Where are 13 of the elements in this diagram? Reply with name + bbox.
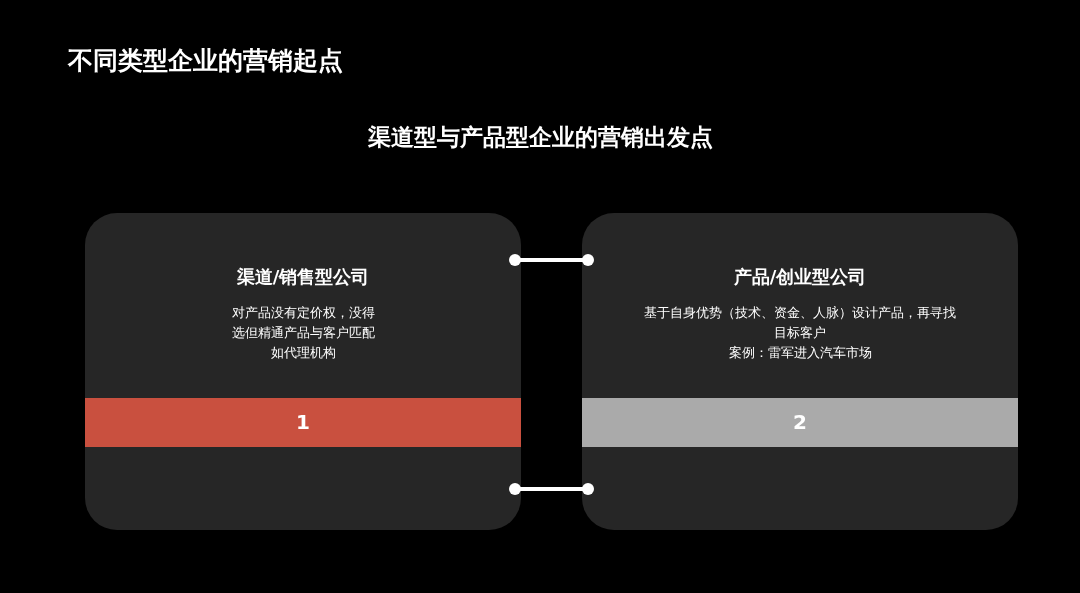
card-heading: 产品/创业型公司 [732,265,868,289]
card-description: 案例：雷军进入汽车市场 [727,344,873,362]
connector [509,483,594,495]
card-description: 基于自身优势（技术、资金、人脉）设计产品，再寻找目标客户 [643,304,957,342]
company-card [85,213,521,530]
company-card [582,213,1018,530]
number-bar: 1 [85,398,521,447]
number-bar: 2 [582,398,1018,447]
page-title: 不同类型企业的营销起点 [68,45,343,77]
card-description: 对产品没有定价权，没得选但精通产品与客户匹配如代理机构 [230,304,376,362]
card-heading: 渠道/销售型公司 [235,265,371,289]
section-title: 渠道型与产品型企业的营销出发点 [366,123,714,152]
connector [509,254,594,266]
